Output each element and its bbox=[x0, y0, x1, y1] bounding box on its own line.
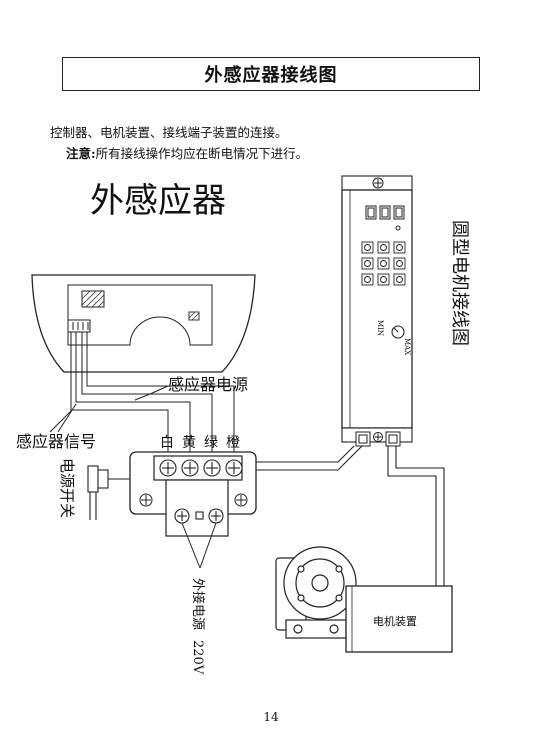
wire-green-label: 绿 bbox=[204, 435, 218, 451]
power-switch bbox=[87, 465, 130, 520]
note-label: 注意: bbox=[66, 146, 96, 161]
sensor-signal-pointers bbox=[49, 403, 77, 433]
page-title: 外感应器接线图 bbox=[62, 57, 480, 91]
controller-switch-grid bbox=[361, 241, 406, 286]
sensor-housing bbox=[31, 274, 256, 373]
intro-text: 控制器、电机装置、接线端子装置的连接。 bbox=[50, 125, 288, 140]
motor-body bbox=[345, 585, 453, 653]
terminal-screws bbox=[159, 459, 243, 477]
max-label: MAX bbox=[403, 338, 411, 355]
terminal-mount-holes bbox=[139, 493, 248, 507]
wire-orange-label: 橙 bbox=[226, 435, 240, 451]
page-title-text: 外感应器接线图 bbox=[204, 65, 338, 86]
power-switch-label: 电源开关 bbox=[58, 458, 76, 518]
min-label: MIN bbox=[376, 320, 384, 336]
wire-white-label: 白 bbox=[160, 435, 174, 451]
motor-cable bbox=[387, 446, 445, 586]
sensor-power-pointers bbox=[134, 385, 169, 401]
motor-device-label: 电机装置 bbox=[373, 614, 417, 628]
sensor-signal-label: 感应器信号 bbox=[16, 432, 96, 451]
round-motor-wiring-label: 圆型电机接线图 bbox=[449, 220, 470, 346]
note-text: 所有接线操作均应在断电情况下进行。 bbox=[95, 146, 309, 161]
controller-top-screw bbox=[372, 177, 384, 189]
power-terminal bbox=[165, 479, 229, 537]
safety-note: 注意:所有接线操作均应在断电情况下进行。 bbox=[66, 143, 308, 162]
sensor-title: 外感应器 bbox=[90, 181, 226, 221]
external-power-label: 外接电源220V bbox=[190, 578, 206, 675]
sensor-wires bbox=[70, 332, 235, 455]
sensor-connector bbox=[67, 319, 91, 333]
controller-cable bbox=[256, 445, 363, 471]
sensor-chip-hatch bbox=[81, 290, 105, 308]
controller-box bbox=[341, 189, 413, 429]
external-power-pointers bbox=[181, 522, 217, 569]
wire-yellow-label: 黄 bbox=[182, 434, 196, 451]
page-number: 14 bbox=[263, 710, 279, 724]
sensor-board bbox=[67, 284, 213, 346]
controller-bottom-connectors bbox=[355, 431, 401, 447]
controller-display bbox=[365, 205, 405, 231]
sensor-power-label: 感应器电源 bbox=[168, 375, 248, 394]
motor-gearbox bbox=[275, 546, 357, 639]
sensor-led bbox=[188, 311, 200, 321]
power-terminal-screws bbox=[174, 508, 224, 524]
